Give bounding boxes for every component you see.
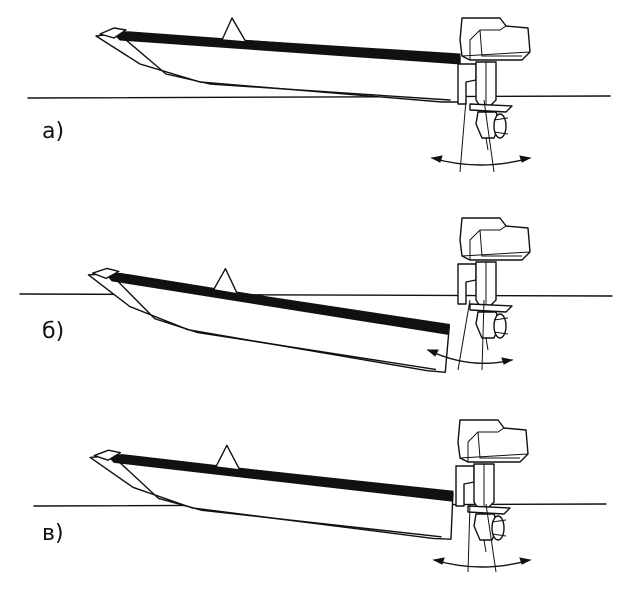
boat-hull — [89, 444, 454, 540]
waterline — [19, 293, 613, 297]
panel-label-a: а) — [42, 119, 64, 144]
panel-b: б) — [19, 217, 613, 373]
panel-c: в) — [33, 419, 607, 573]
trim-angle-arc — [430, 99, 532, 173]
outboard-motor — [457, 17, 531, 151]
panel-label-b: б) — [42, 319, 64, 344]
outboard-motor — [455, 419, 529, 553]
panel-label-c: в) — [42, 521, 64, 546]
boat-hull — [95, 17, 461, 103]
panel-a: а) — [27, 17, 611, 173]
trim-angle-arc — [426, 299, 514, 371]
waterline — [27, 95, 611, 99]
boat-hull — [87, 267, 450, 373]
trim-angle-arc — [432, 503, 532, 573]
outboard-motor — [457, 217, 531, 351]
